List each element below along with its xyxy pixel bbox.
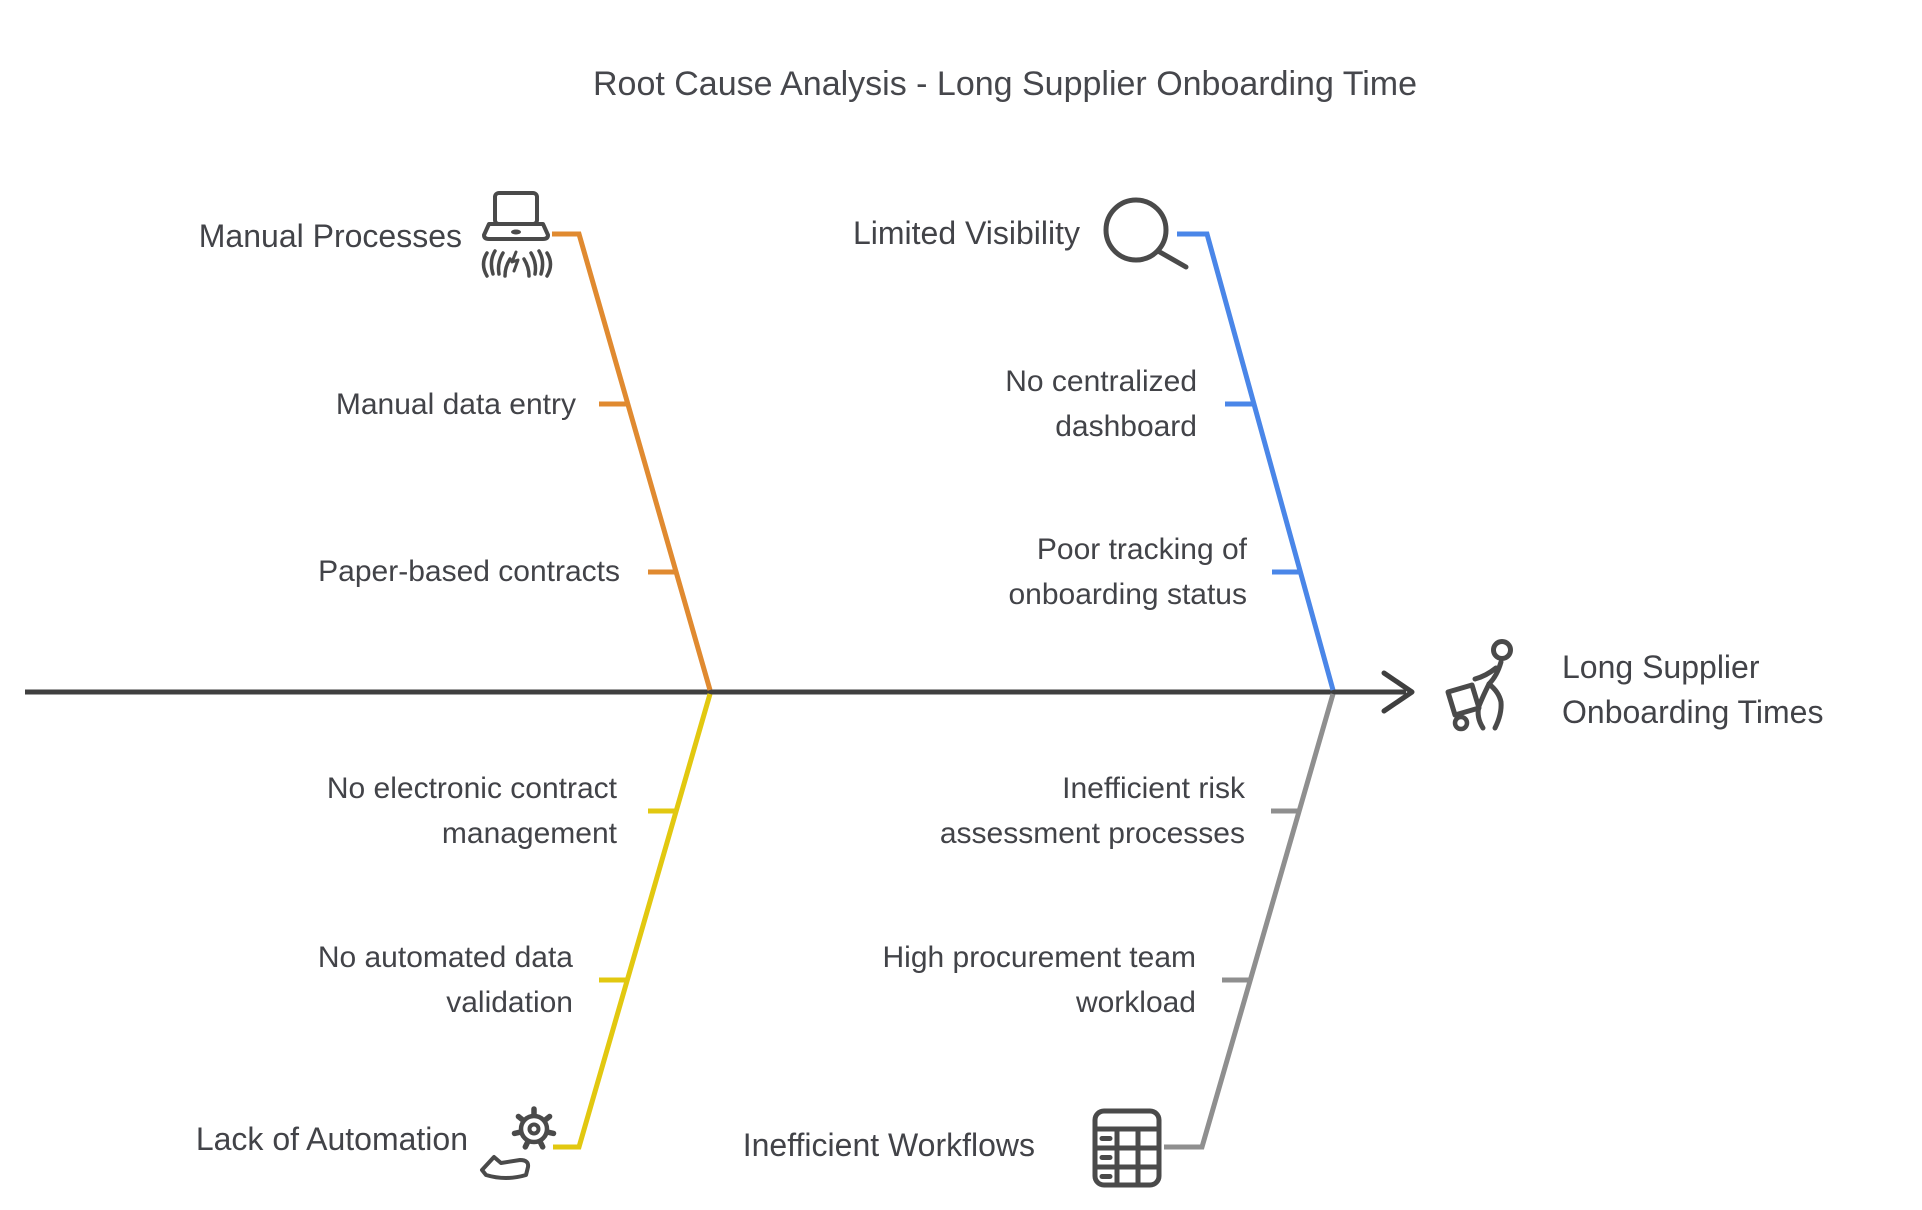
cause-label-no-automated-validation: No automated data validation <box>317 941 573 1019</box>
spine-arrowhead-icon <box>1381 670 1415 714</box>
cause-label-inefficient-risk: Inefficient risk assessment processes <box>939 772 1245 850</box>
category-label-inefficient-workflows: Inefficient Workflows <box>742 1127 1035 1163</box>
cause-label-high-workload: High procurement team workload <box>882 941 1196 1019</box>
gear-hand-icon <box>480 1106 557 1180</box>
branch-line-limited-visibility <box>1177 231 1336 691</box>
cause-label-no-electronic-contract: No electronic contract management <box>326 772 617 850</box>
category-label-manual-processes: Manual Processes <box>198 218 462 254</box>
branch-line-inefficient-workflows <box>1164 693 1336 1150</box>
cause-label-manual-data-entry: Manual data entry <box>335 388 576 421</box>
category-label-limited-visibility: Limited Visibility <box>852 215 1080 251</box>
diagram-title: Root Cause Analysis - Long Supplier Onbo… <box>592 65 1418 103</box>
laptop-typing-icon <box>481 191 553 278</box>
cause-label-paper-based-contracts: Paper-based contracts <box>318 555 620 588</box>
spine-arrow <box>25 670 1415 714</box>
magnifying-glass-icon <box>1103 197 1189 270</box>
branch-line-lack-of-automation <box>553 693 713 1150</box>
branch-line-manual-processes <box>552 231 713 691</box>
table-grid-icon <box>1092 1108 1162 1188</box>
cause-label-poor-tracking: Poor tracking of onboarding status <box>1008 533 1247 611</box>
person-pushing-cart-icon <box>1445 639 1513 732</box>
cause-label-no-centralized-dashboard: No centralized dashboard <box>1005 365 1197 443</box>
effect-label: Long Supplier Onboarding Times <box>1562 649 1824 730</box>
category-label-lack-of-automation: Lack of Automation <box>195 1121 468 1157</box>
